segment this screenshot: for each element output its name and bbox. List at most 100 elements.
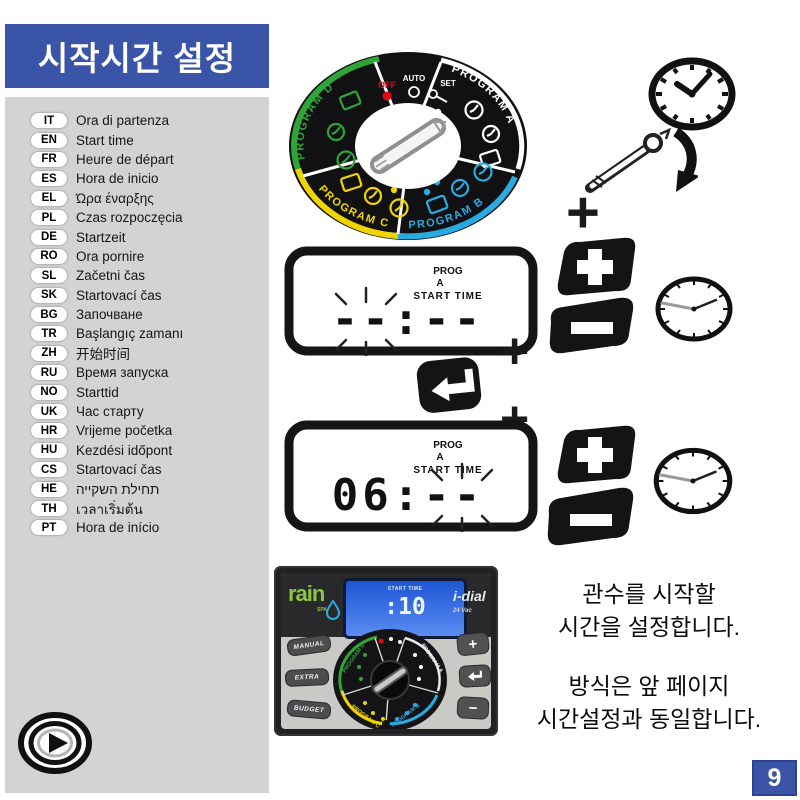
program-b-arc (387, 175, 518, 240)
clock-icon (648, 57, 736, 131)
language-label: Heure de départ (76, 151, 174, 167)
dial-knob (369, 117, 447, 175)
language-label: 开始时间 (76, 347, 130, 363)
model-voltage: 24 Vac (453, 608, 472, 614)
page-number: 9 (767, 763, 782, 792)
instruction-line: 관수를 시작할 (582, 581, 716, 607)
language-label: Започване (76, 307, 143, 323)
lcd2-program-letter: A (436, 452, 443, 463)
lcd2-value: 06:-- (332, 470, 484, 521)
language-label: Vrijeme početka (76, 423, 173, 439)
language-row: FR Heure de départ (31, 150, 269, 169)
language-code-badge: IT (31, 113, 67, 129)
page-title: 시작시간 설정 (5, 24, 269, 88)
language-code-badge: PT (31, 520, 67, 536)
lcd-display-1: PROG A START TIME --:-- (284, 246, 538, 356)
language-row: SL Začetni čas (31, 266, 269, 285)
language-row: DE Startzeit (31, 227, 269, 246)
lcd1-start-time-label: START TIME (413, 291, 482, 302)
device-enter-button (458, 664, 491, 688)
language-label: Başlangıç zamanı (76, 326, 184, 342)
language-label: Startovací čas (76, 462, 162, 478)
language-label: תחילת השקייה (76, 481, 160, 497)
rain-logo: rain SPA (288, 581, 341, 620)
instruction-line: 시간설정과 동일합니다. (536, 706, 762, 732)
lcd1-prog-label: PROG (433, 266, 463, 277)
program-d-arc (291, 56, 380, 179)
language-row: EL Ώρα έναρξης (31, 189, 269, 208)
page-number-badge: 9 (752, 760, 797, 796)
rotate-knob-icon (585, 127, 698, 193)
language-label: Start time (76, 132, 134, 148)
enter-arrow-icon (468, 670, 483, 682)
water-drop-icon (325, 599, 341, 620)
language-code-badge: EL (31, 190, 67, 206)
language-label: Kezdési időpont (76, 442, 173, 458)
device-plus-button: + (455, 631, 491, 657)
budget-button: BUDGET (286, 699, 332, 720)
minus-button (547, 487, 634, 546)
language-code-badge: ZH (31, 345, 67, 361)
language-row: RU Время запуска (31, 363, 269, 382)
language-label: Startovací čas (76, 287, 162, 303)
language-label: Ora di partenza (76, 113, 170, 129)
extra-button: EXTRA (284, 667, 330, 688)
device-model-label: i-dial 24 Vac (453, 589, 487, 618)
dial-off-label: OFF (378, 80, 396, 90)
language-code-badge: UK (31, 404, 67, 420)
language-row: ES Hora de inicio (31, 169, 269, 188)
dial-axis-dot (382, 720, 390, 728)
language-code-badge: SL (31, 268, 67, 284)
language-code-badge: HE (31, 481, 67, 497)
minus-button (549, 297, 634, 354)
plus-button (557, 425, 636, 484)
language-code-badge: HR (31, 423, 67, 439)
rain-logo-text: rain (288, 581, 325, 606)
language-row: CS Startovací čas (31, 460, 269, 479)
screen-value: :10 (384, 594, 426, 620)
page-title-text: 시작시간 설정 (37, 40, 237, 77)
language-label: Začetni čas (76, 268, 146, 284)
language-row: NO Starttid (31, 382, 269, 401)
set-key-icon (428, 89, 438, 99)
dial-set-label: SET (440, 79, 456, 88)
language-code-badge: TH (31, 501, 67, 516)
language-code-badge: HU (31, 442, 67, 458)
language-label: Ώρα έναρξης (76, 190, 154, 206)
lcd2-prog-label: PROG (433, 440, 463, 451)
program-a-arc (440, 57, 525, 170)
language-code-badge: RO (31, 248, 67, 264)
language-code-badge: EN (31, 132, 67, 148)
device-minus-button: − (456, 696, 490, 720)
instruction-line: 시간을 설정합니다. (557, 614, 741, 640)
language-code-badge: BG (31, 307, 67, 323)
language-code-badge: SK (31, 287, 67, 303)
language-row: HU Kezdési időpont (31, 441, 269, 460)
language-row: UK Час старту (31, 402, 269, 421)
language-code-badge: TR (31, 326, 67, 342)
language-list: IT Ora di partenza EN Start time FR Heur… (5, 97, 269, 538)
instruction-text: 관수를 시작할 시간을 설정합니다. 방식은 앞 페이지 시간설정과 동일합니다… (498, 578, 800, 736)
language-label: Час старту (76, 404, 144, 420)
screen-start-time-label: START TIME (387, 586, 423, 592)
off-dot (382, 91, 392, 101)
language-label: Время запуска (76, 365, 169, 381)
language-code-badge: ES (31, 171, 67, 187)
language-code-badge: PL (31, 210, 67, 226)
language-label: Ora pornire (76, 248, 145, 264)
play-icon (18, 712, 92, 774)
language-label: Startzeit (76, 229, 126, 245)
language-row: TR Başlangıç zamanı (31, 324, 269, 343)
language-row: SK Startovací čas (31, 286, 269, 305)
language-row: TH เวลาเริ่มต้น (31, 499, 269, 518)
model-name: i-dial (453, 588, 486, 604)
lcd1-program-letter: A (436, 278, 443, 289)
language-label: Hora de início (76, 520, 160, 536)
program-c-arc (295, 168, 399, 239)
language-panel: IT Ora di partenza EN Start time FR Heur… (5, 97, 269, 793)
language-label: Hora de inicio (76, 171, 159, 187)
language-row: IT Ora di partenza (31, 111, 269, 130)
language-row: PL Czas rozpoczęcia (31, 208, 269, 227)
language-code-badge: NO (31, 384, 67, 400)
